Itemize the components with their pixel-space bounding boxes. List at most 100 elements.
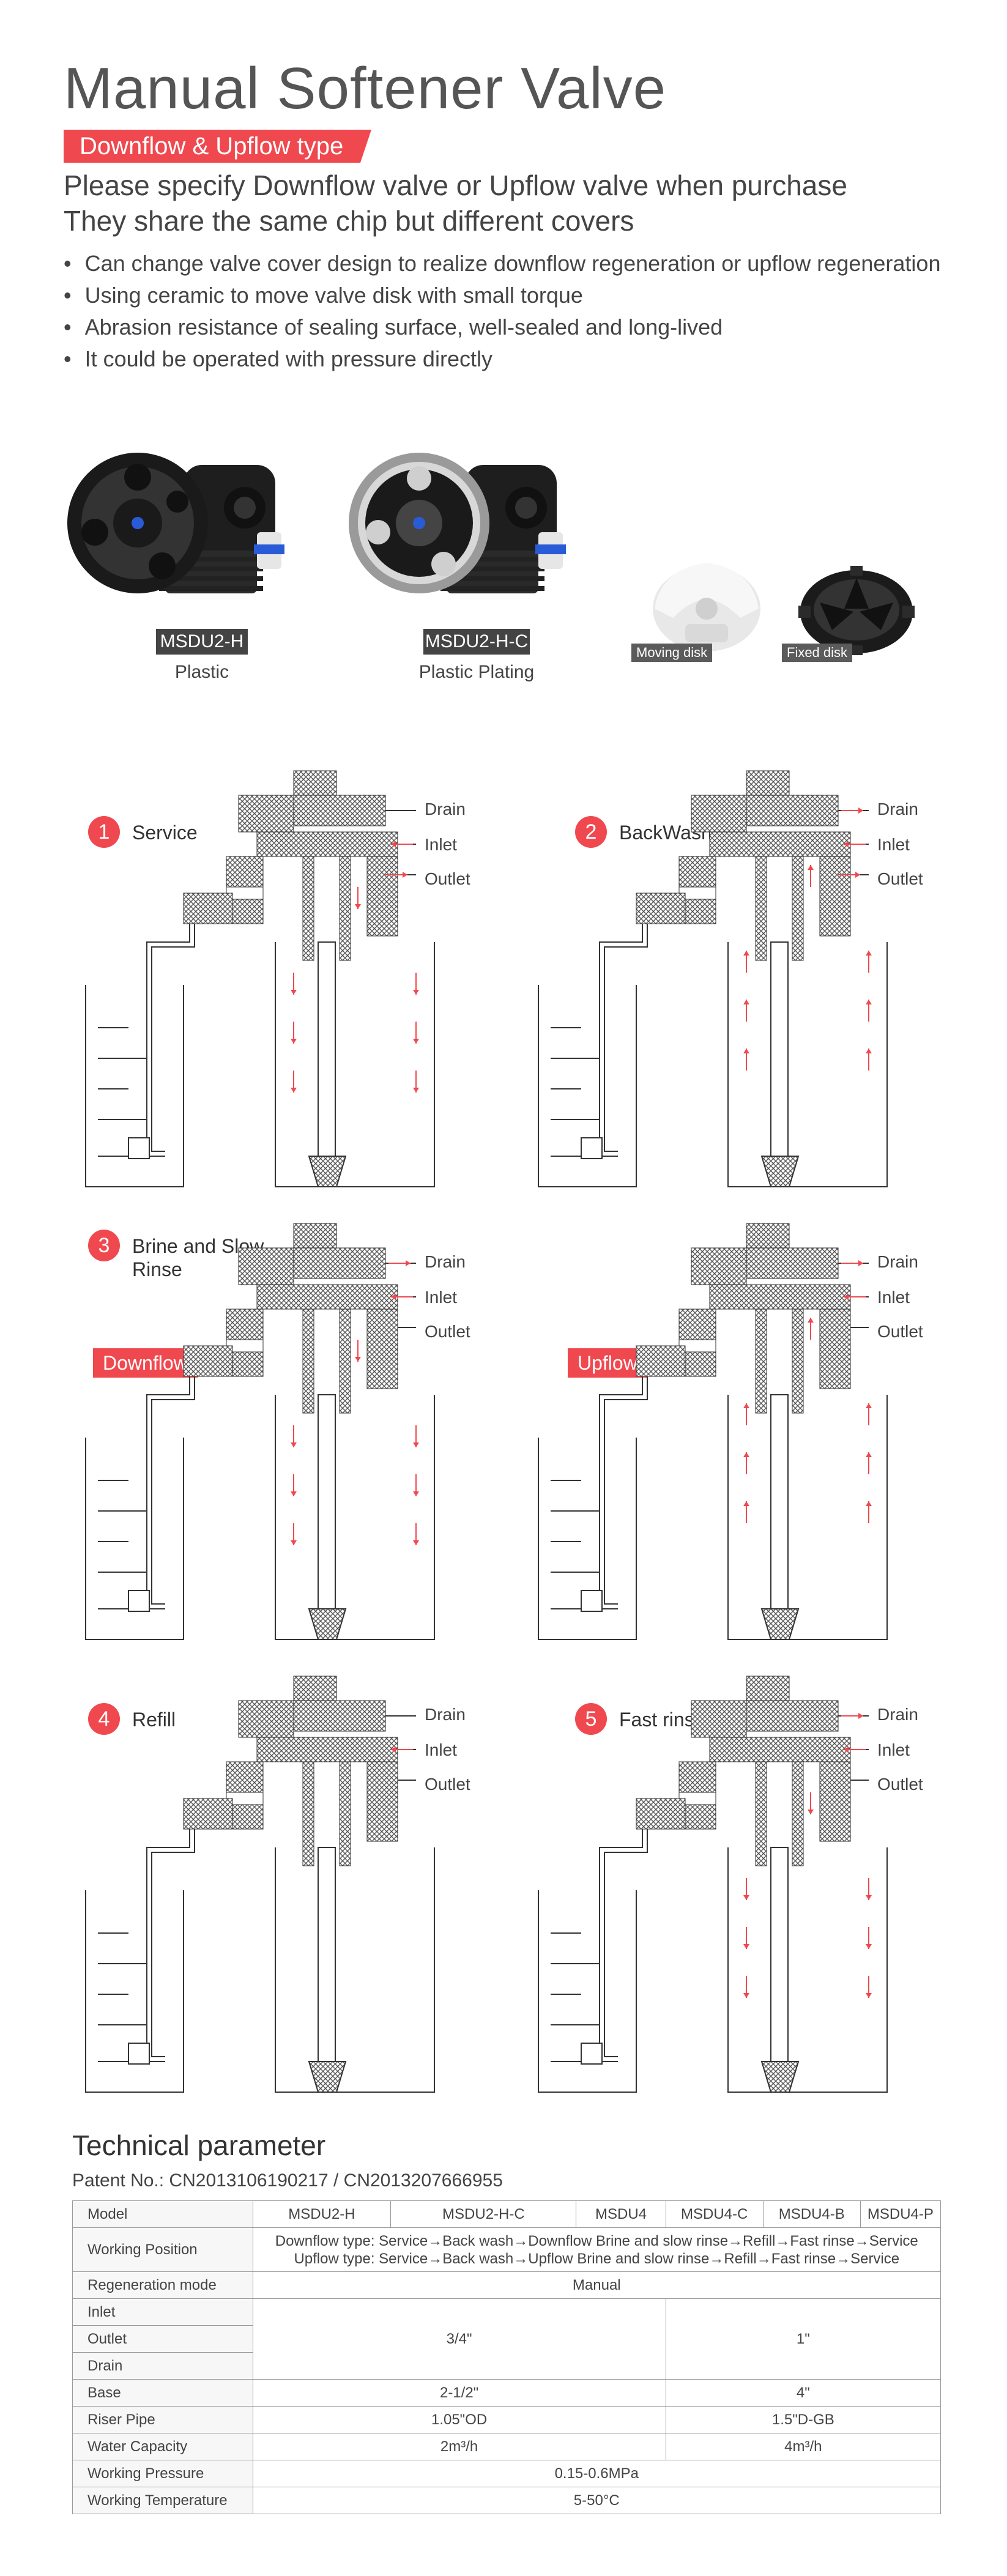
valve-image-plastic: [67, 453, 284, 593]
row-label: Inlet: [72, 2298, 253, 2326]
patent-number: Patent No.: CN2013106190217 / CN20132076…: [72, 2170, 503, 2191]
value-cell: 1.5"D-GB: [665, 2406, 942, 2433]
value-cell: 1": [665, 2298, 942, 2380]
inlet-port-label: Inlet: [877, 835, 910, 854]
row-label: Riser Pipe: [72, 2406, 253, 2433]
model-cell: MSDU4-P: [860, 2200, 942, 2228]
drain-port-label: Drain: [877, 1252, 918, 1271]
inlet-port-label: Inlet: [425, 1740, 457, 1759]
row-label: Water Capacity: [72, 2433, 253, 2460]
downflow-tag: Downflow: [93, 1348, 206, 1378]
fixed-disk-image: [798, 566, 915, 655]
row-label: Model: [72, 2200, 253, 2228]
table-row: Working Pressure 0.15-0.6MPa: [72, 2460, 942, 2487]
page-title: Manual Softener Valve: [64, 56, 667, 121]
model-cell: MSDU4-C: [665, 2200, 764, 2228]
model-cell: MSDU2-H-C: [390, 2200, 577, 2228]
drain-port-label: Drain: [877, 1705, 918, 1724]
downflow-sequence: Downflow type: Service→Back wash→Downflo…: [275, 2232, 918, 2249]
inlet-port-label: Inlet: [877, 1740, 910, 1759]
value-cell: 0.15-0.6MPa: [252, 2460, 942, 2487]
drain-port-label: Drain: [425, 1252, 466, 1271]
outlet-port-label: Outlet: [425, 1322, 470, 1341]
table-row: Riser Pipe 1.05"OD 1.5"D-GB: [72, 2406, 942, 2433]
model-cell: MSDU4: [576, 2200, 666, 2228]
drain-port-label: Drain: [425, 800, 466, 818]
material-label: Plastic: [174, 662, 229, 682]
drain-port-label: Drain: [877, 800, 918, 818]
value-cell: 3/4": [252, 2298, 666, 2380]
step-service: 1 Service: [88, 816, 198, 848]
step-refill: 4 Refill: [88, 1703, 176, 1735]
moving-disk-label: Moving disk: [631, 644, 713, 662]
fixed-disk-label: Fixed disk: [782, 644, 853, 662]
table-row: Water Capacity 2m³/h 4m³/h: [72, 2433, 942, 2460]
table-row: Outlet: [72, 2325, 941, 2353]
valve-image-plastic-plating: [349, 453, 566, 593]
value-cell: 4m³/h: [665, 2433, 942, 2460]
upflow-sequence: Upflow type: Service→Back wash→Upflow Br…: [294, 2250, 900, 2267]
model-cell: MSDU2-H: [252, 2200, 392, 2228]
inlet-port-label: Inlet: [877, 1288, 910, 1307]
feature-item: It could be operated with pressure direc…: [64, 346, 492, 372]
table-row: Working Temperature 5-50°C: [72, 2487, 942, 2514]
model-label: MSDU2-H-C: [423, 629, 530, 655]
step-fast-rinse: 5 Fast rinse: [575, 1703, 705, 1735]
outlet-port-label: Outlet: [877, 869, 923, 888]
step-label: Refill: [132, 1709, 176, 1731]
outlet-port-label: Outlet: [877, 1322, 923, 1341]
subtitle-line-1: Please specify Downflow valve or Upflow …: [64, 169, 847, 201]
value-cell: 4": [665, 2379, 942, 2407]
step-label: Service: [132, 822, 198, 844]
technical-title: Technical parameter: [72, 2129, 326, 2161]
row-label: Working Pressure: [72, 2460, 253, 2487]
drain-port-label: Drain: [425, 1705, 466, 1724]
working-position-cell: Downflow type: Service→Back wash→Downflo…: [252, 2227, 942, 2272]
value-cell: 1.05"OD: [252, 2406, 666, 2433]
row-label: Working Temperature: [72, 2487, 253, 2514]
step-number: 4: [88, 1703, 120, 1735]
value-cell: 2m³/h: [252, 2433, 666, 2460]
step-number: 2: [575, 816, 607, 848]
material-label: Plastic Plating: [418, 662, 535, 682]
value-cell: 2-1/2": [252, 2379, 666, 2407]
table-row: Base 2-1/2" 4": [72, 2379, 942, 2407]
outlet-port-label: Outlet: [877, 1775, 923, 1794]
value-cell: 5-50°C: [252, 2487, 942, 2514]
model-cell: MSDU4-B: [762, 2200, 861, 2228]
table-row: Working Position Downflow type: Service→…: [72, 2227, 942, 2272]
row-label: Outlet: [72, 2325, 253, 2353]
outlet-port-label: Outlet: [425, 1775, 470, 1794]
outlet-port-label: Outlet: [425, 869, 470, 888]
row-label: Base: [72, 2379, 253, 2407]
table-row: Model MSDU2-H MSDU2-H-C MSDU4 MSDU4-C MS…: [72, 2200, 942, 2228]
row-label: Regeneration mode: [72, 2271, 253, 2299]
row-label: Working Position: [72, 2227, 253, 2272]
table-row: Regeneration mode Manual: [72, 2271, 942, 2299]
row-label: Drain: [72, 2352, 253, 2380]
table-row: Drain: [72, 2352, 941, 2380]
feature-item: Can change valve cover design to realize…: [64, 251, 941, 277]
step-number: 1: [88, 816, 120, 848]
step-number: 3: [88, 1230, 120, 1261]
feature-item: Using ceramic to move valve disk with sm…: [64, 283, 583, 308]
value-cell: Manual: [252, 2271, 942, 2299]
subtitle-line-2: They share the same chip but different c…: [64, 205, 634, 237]
upflow-tag: Upflow: [568, 1348, 656, 1378]
technical-table: Model MSDU2-H MSDU2-H-C MSDU4 MSDU4-C MS…: [72, 2200, 942, 2514]
table-row: Inlet 3/4" 1": [72, 2298, 942, 2380]
type-tag: Downflow & Upflow type: [64, 130, 372, 163]
moving-disk-image: [653, 563, 760, 651]
step-number: 5: [575, 1703, 607, 1735]
feature-item: Abrasion resistance of sealing surface, …: [64, 314, 723, 340]
model-label: MSDU2-H: [156, 629, 248, 655]
inlet-port-label: Inlet: [425, 1288, 457, 1307]
step-label: Fast rinse: [619, 1709, 705, 1731]
inlet-port-label: Inlet: [425, 835, 457, 854]
